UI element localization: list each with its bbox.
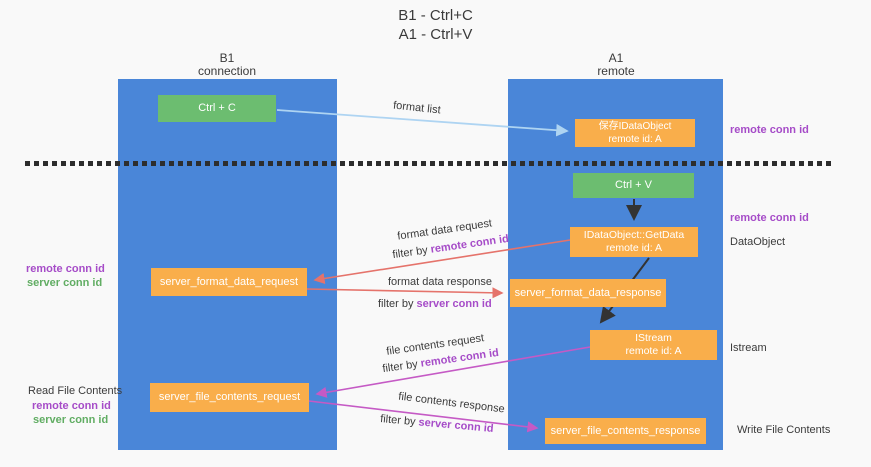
- getdata-line2: remote id: A: [605, 242, 663, 254]
- ctrl-c-label: Ctrl + C: [198, 102, 236, 114]
- server-file-contents-request-label: server_file_contents_request: [158, 391, 301, 403]
- server-format-data-request-box: server_format_data_request: [151, 268, 307, 296]
- server-conn-id-side-label: server conn id: [33, 414, 109, 426]
- boundary-dashed-line: [25, 161, 832, 166]
- title-line-2: A1 - Ctrl+V: [398, 26, 473, 43]
- istream-box: IStream remote id: A: [590, 330, 717, 360]
- dataobject-side-label: DataObject: [730, 236, 786, 248]
- server-file-contents-response-box: server_file_contents_response: [545, 418, 706, 444]
- server-conn-id-text: server conn id: [416, 298, 492, 310]
- getdata-line1: IDataObject::GetData: [583, 229, 685, 241]
- server-file-contents-response-label: server_file_contents_response: [550, 424, 701, 437]
- column-b1-subtitle: connection: [197, 64, 257, 78]
- column-b1-name: B1: [219, 51, 235, 65]
- ctrl-v-box: Ctrl + V: [573, 173, 694, 198]
- ctrl-c-box: Ctrl + C: [158, 95, 276, 122]
- server-format-data-response-label: server_format_data_response: [514, 286, 662, 299]
- server-format-data-request-label: server_format_data_request: [159, 275, 299, 288]
- read-file-contents-label: Read File Contents: [28, 385, 123, 397]
- istream-line2: remote id: A: [625, 345, 682, 357]
- format-data-response-label: format data response: [388, 276, 492, 288]
- istream-side-label: Istream: [730, 342, 767, 354]
- column-header-a1: A1 remote: [536, 52, 696, 78]
- file-contents-response-label: file contents response: [397, 390, 506, 416]
- column-a1-name: A1: [608, 51, 624, 65]
- server-file-contents-request-box: server_file_contents_request: [150, 383, 309, 412]
- istream-line1: IStream: [635, 332, 672, 344]
- remote-conn-id-side-label: remote conn id: [730, 212, 809, 224]
- save-idataobject-line2: remote id: A: [608, 134, 662, 145]
- server-conn-id-side-label: server conn id: [27, 277, 103, 289]
- column-a1-subtitle: remote: [597, 64, 635, 78]
- remote-conn-id-side-label: remote conn id: [730, 124, 809, 136]
- server-format-data-response-box: server_format_data_response: [510, 279, 666, 307]
- filter-by-text: filter by: [391, 244, 429, 262]
- remote-conn-id-side-label: remote conn id: [32, 400, 111, 412]
- format-list-label: format list: [392, 99, 442, 117]
- title-line-1: B1 - Ctrl+C: [398, 7, 473, 24]
- save-idataobject-box: 保存IDataObject remote id: A: [575, 119, 695, 147]
- save-idataobject-line1: 保存IDataObject: [598, 121, 672, 132]
- server-conn-id-text: server conn id: [418, 416, 494, 435]
- ctrl-v-label: Ctrl + V: [615, 179, 652, 191]
- filter-by-text: filter by: [379, 413, 417, 429]
- write-file-contents-label: Write File Contents: [737, 424, 831, 436]
- filter-by-text: filter by: [378, 298, 414, 310]
- filter-by-text: filter by: [381, 358, 419, 376]
- remote-conn-id-side-label: remote conn id: [26, 263, 105, 275]
- column-header-b1: B1 connection: [147, 52, 307, 78]
- diagram-title: B1 - Ctrl+C A1 - Ctrl+V: [0, 6, 871, 44]
- idataobject-getdata-box: IDataObject::GetData remote id: A: [570, 227, 698, 257]
